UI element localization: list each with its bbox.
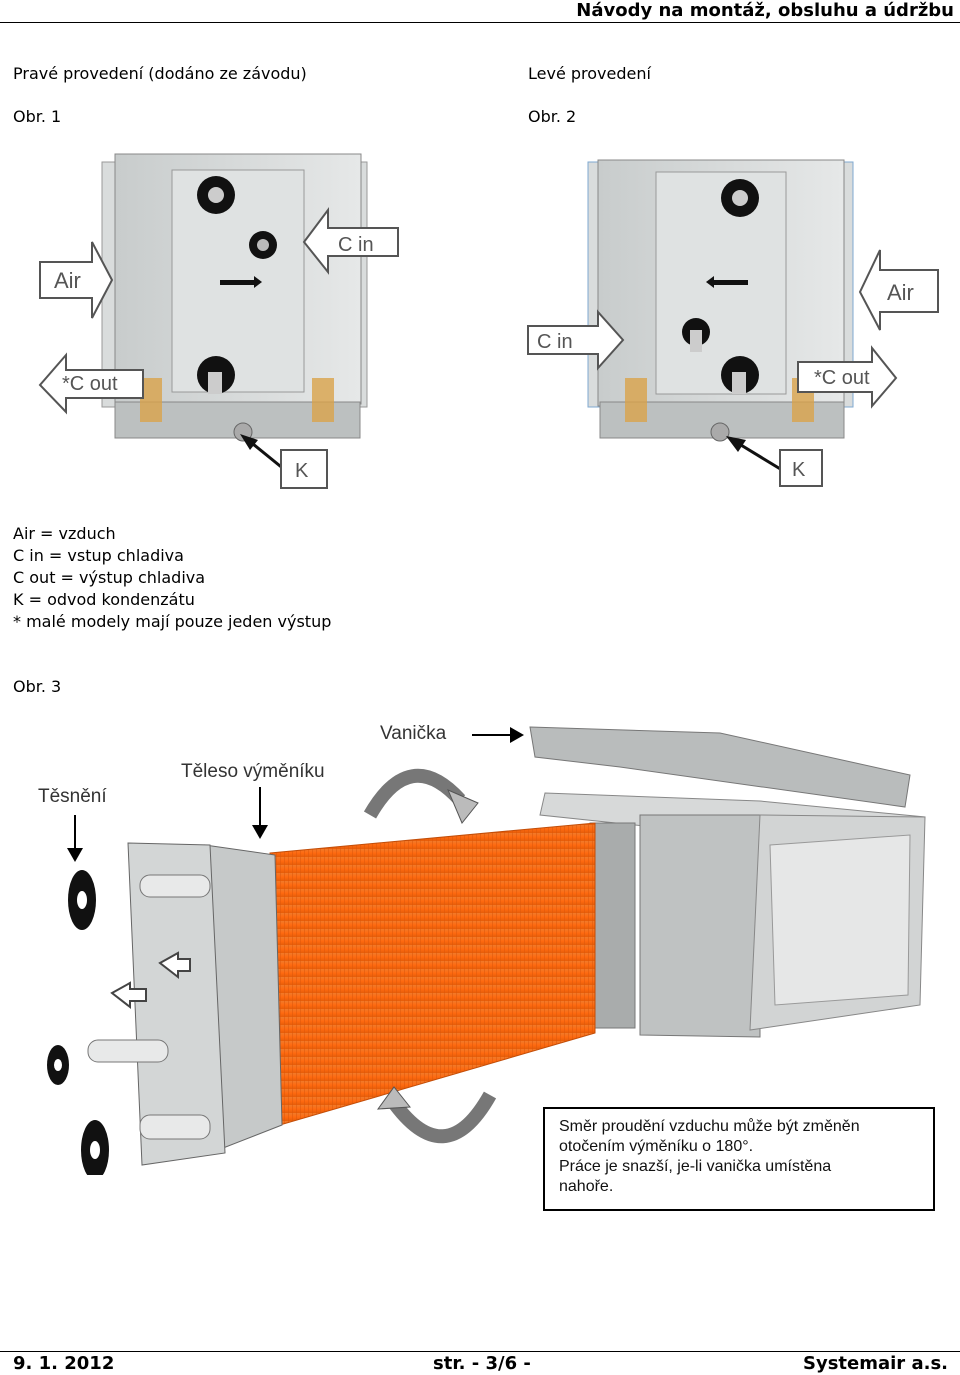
fig3-label: Obr. 3 (13, 677, 62, 696)
legend-line: C out = výstup chladiva (13, 568, 206, 587)
fig2-label: Obr. 2 (528, 107, 577, 126)
fig1-label: Obr. 1 (13, 107, 62, 126)
fig1-caption: Pravé provedení (dodáno ze závodu) (13, 64, 307, 83)
note-line: Směr proudění vzduchu může být změněn (559, 1118, 860, 1135)
note-line: nahoře. (559, 1178, 614, 1195)
note-line: otočením výměníku o 180°. (559, 1138, 754, 1155)
fig1-cout-callout: *C out (62, 373, 118, 395)
footer-company: Systemair a.s. (803, 1353, 948, 1374)
airflow-note-box: Směr proudění vzduchu může být změněn ot… (543, 1107, 935, 1211)
fig3-exploded-drawing: Vanička Těleso výměníku Těsnění (38, 723, 926, 1175)
abbreviation-legend: Air = vzduch C in = vstup chladiva C out… (13, 523, 331, 633)
fig2-air-callout: Air (887, 280, 914, 305)
fig2-cin-callout: C in (537, 331, 573, 353)
footer-page-number: str. - 3/6 - (433, 1353, 531, 1374)
fig2-cout-callout: *C out (814, 367, 870, 389)
footer-date: 9. 1. 2012 (13, 1353, 115, 1374)
fig1-air-callout: Air (54, 268, 81, 293)
header-divider (0, 22, 960, 23)
legend-line: K = odvod kondenzátu (13, 590, 195, 609)
legend-line: Air = vzduch (13, 524, 116, 543)
fig3-vanicka-callout: Vanička (380, 723, 447, 744)
legend-line: C in = vstup chladiva (13, 546, 184, 565)
fig3-tesneni-callout: Těsnění (38, 786, 107, 807)
fig2-unit-drawing: Air C in *C out K (527, 159, 939, 487)
fig2-k-callout: K (792, 459, 806, 481)
legend-line: * malé modely mají pouze jeden výstup (13, 612, 332, 631)
fig2-caption: Levé provedení (528, 64, 651, 83)
fig3-teleso-callout: Těleso výměníku (181, 761, 325, 782)
fig1-k-callout: K (295, 460, 309, 482)
fig1-cin-callout: C in (338, 234, 374, 256)
fig1-unit-drawing: Air C in *C out K (38, 153, 399, 489)
footer-divider (0, 1351, 960, 1352)
note-line: Práce je snazší, je-li vanička umístěna (559, 1158, 832, 1175)
document-header-title: Návody na montáž, obsluhu a údržbu (576, 0, 954, 21)
